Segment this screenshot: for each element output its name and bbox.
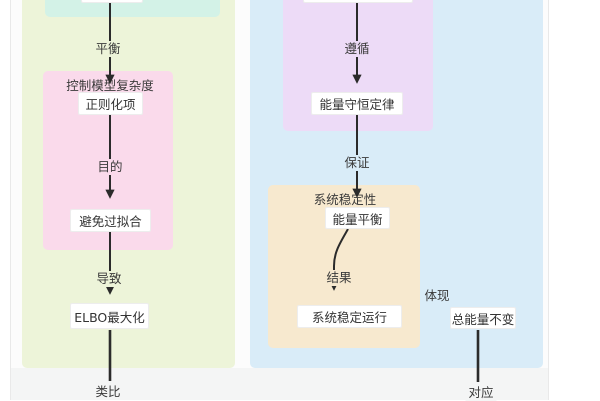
edge-label-corresponds: 对应 (465, 385, 497, 401)
edge-label-analogy: 类比 (92, 384, 124, 401)
node-regularization: 正则化项 (78, 92, 143, 115)
card-right-border (548, 0, 549, 400)
node-cut-off-top-right (303, 0, 413, 3)
edge-label-purpose: 目的 (94, 159, 126, 176)
node-energy-conservation: 能量守恒定律 (311, 92, 403, 115)
node-stable-operation: 系统稳定运行 (297, 305, 402, 328)
node-elbo-max: ELBO最大化 (70, 303, 149, 329)
node-total-energy-constant: 总能量不变 (450, 307, 516, 329)
edge-label-guarantees: 保证 (341, 155, 373, 172)
card-left-border (10, 0, 11, 400)
node-energy-balance: 能量平衡 (325, 207, 390, 229)
edge-label-follows: 遵循 (341, 41, 373, 58)
subgraph-title-system-stability: 系统稳定性 (313, 192, 377, 207)
edge-label-embodies: 体现 (421, 288, 453, 305)
node-cut-off-top-left (81, 0, 143, 3)
region-cyan-cut (45, 0, 220, 17)
edge-label-balance: 平衡 (92, 41, 124, 58)
subgraph-title-model-complexity: 控制模型复杂度 (66, 78, 154, 93)
edge-label-result: 结果 (323, 270, 355, 287)
node-avoid-overfitting: 避免过拟合 (70, 209, 151, 232)
edge-label-leads-to: 导致 (93, 271, 125, 288)
